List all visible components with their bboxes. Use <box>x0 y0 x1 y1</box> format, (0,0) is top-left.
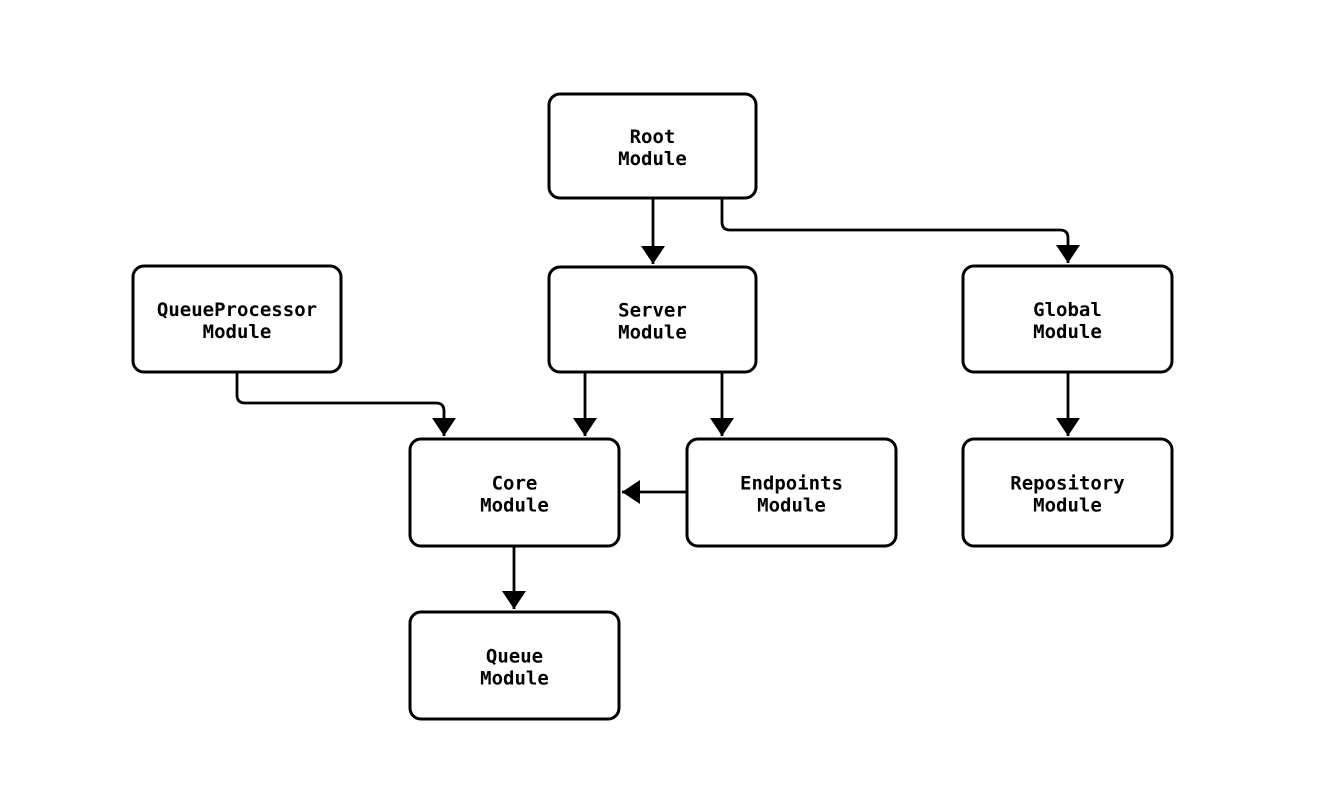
node-label-line: Endpoints <box>740 473 843 495</box>
node-box <box>408 610 621 721</box>
node-label-line: Module <box>1033 321 1102 343</box>
node-box <box>408 437 621 548</box>
node-label-line: Root <box>630 126 676 148</box>
node-label-line: Module <box>480 668 549 690</box>
node-label-line: Module <box>618 148 687 170</box>
node-label-line: Module <box>203 321 272 343</box>
node-box <box>131 264 343 374</box>
edge-queueprocessor-to-core <box>235 372 456 436</box>
node-label-line: Module <box>757 495 826 517</box>
node-label-line: Module <box>1033 495 1102 517</box>
node-label-line: Module <box>618 322 687 344</box>
node-label-line: Module <box>480 495 549 517</box>
node-box <box>547 92 758 200</box>
node-box <box>961 264 1174 374</box>
node-label-line: Global <box>1033 299 1102 321</box>
node-label-line: QueueProcessor <box>157 299 317 321</box>
node-box <box>685 437 898 548</box>
node-box <box>961 437 1174 548</box>
edge-root-to-global <box>720 198 1080 263</box>
node-label-line: Repository <box>1010 473 1124 495</box>
node-label-line: Queue <box>486 646 543 668</box>
node-label-line: Core <box>492 473 538 495</box>
node-label-line: Server <box>618 300 687 322</box>
node-box <box>547 265 758 374</box>
